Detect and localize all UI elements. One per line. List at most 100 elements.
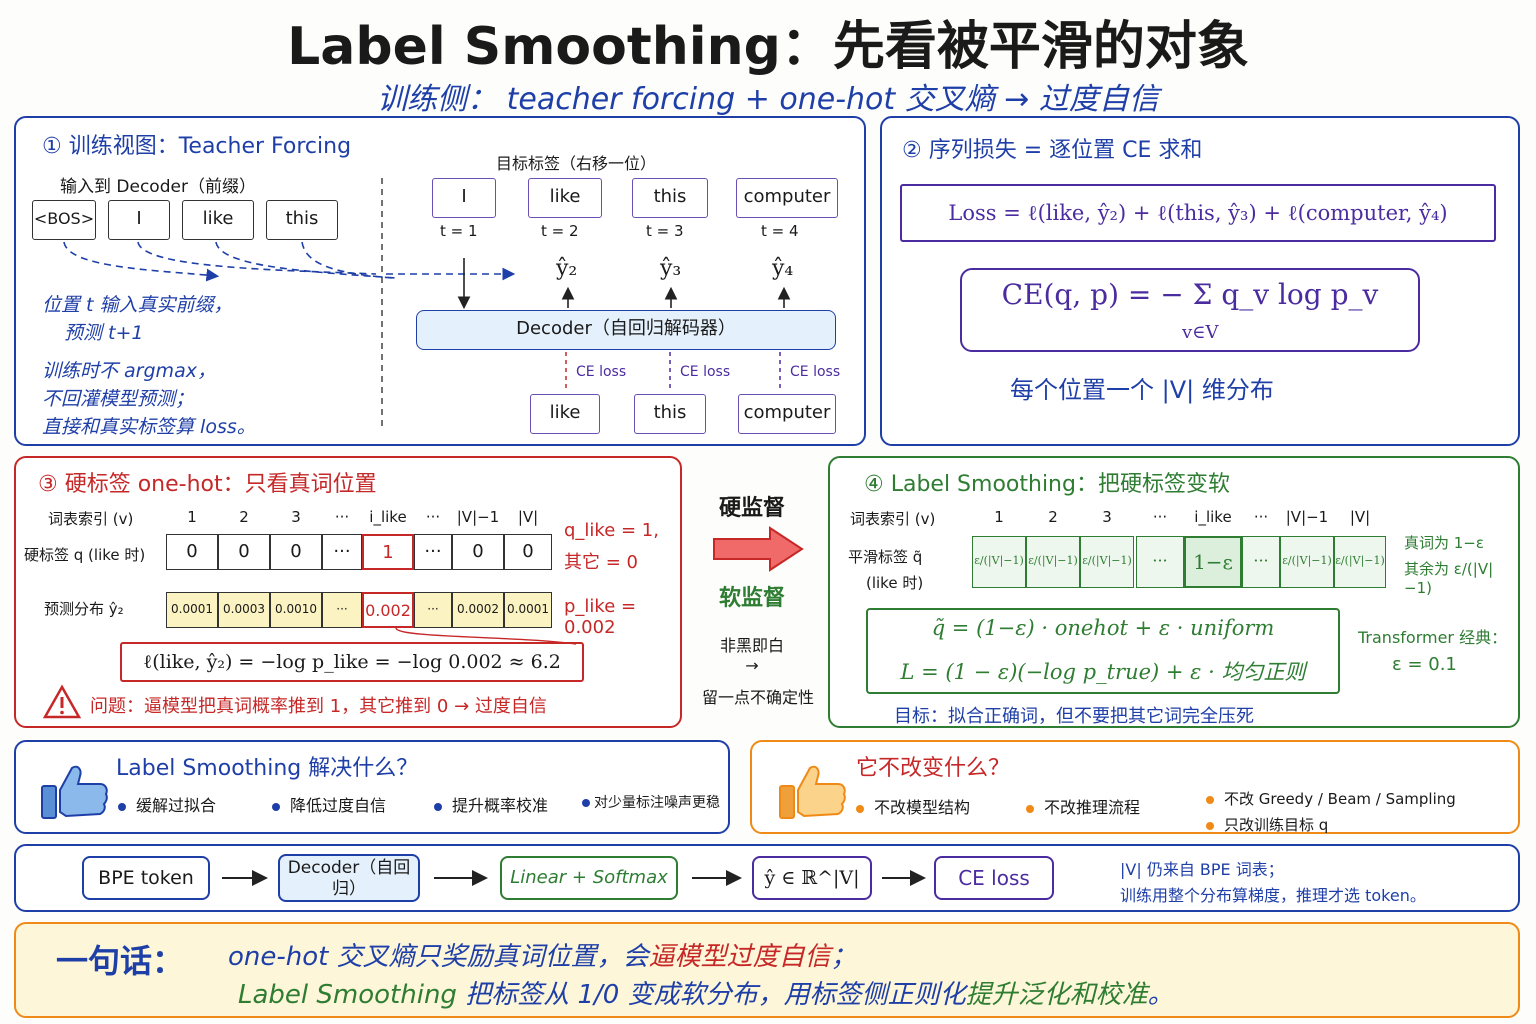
summary-text: ； <box>830 942 857 972</box>
summary-line-2: Label Smoothing 把标签从 1/0 变成软分布，用标签侧正则化提升… <box>238 974 1174 1011</box>
summary-text: 。 <box>1147 980 1174 1010</box>
row-label-smooth-sub: (like 时) <box>866 574 924 592</box>
ce-loss-label: CE loss <box>790 364 841 380</box>
vocab-index: |V| <box>517 508 539 526</box>
q-note-other: 其它 = 0 <box>564 552 638 573</box>
panel-label-smoothing: ④ Label Smoothing：把硬标签变软 词表索引 (v) 平滑标签 q… <box>828 456 1520 728</box>
hard-label-cell: ··· <box>414 534 452 570</box>
hard-label-cell: 0 <box>504 534 552 570</box>
summary-highlight: 逼模型过度自信 <box>648 942 831 972</box>
right-arrow-icon <box>713 526 804 572</box>
vocab-index: i_like <box>1194 508 1232 526</box>
hard-label-cell: 0 <box>270 534 322 570</box>
panel-what-it-does-not-change: 它不改变什么？ 不改模型结构 不改推理流程 不改 Greedy / Beam /… <box>750 740 1520 834</box>
nochange-item: 不改 Greedy / Beam / Sampling <box>1206 788 1456 809</box>
target-token: like <box>528 178 602 218</box>
input-label: 输入到 Decoder（前缀） <box>60 177 256 197</box>
smooth-label-cell: ε/(|V|−1) <box>1280 536 1334 588</box>
summary-highlight: Label Smoothing <box>238 980 457 1010</box>
ce-loss-label: CE loss <box>576 364 627 380</box>
solve-item: 对少量标注噪声更稳 <box>582 792 720 812</box>
vocab-index: ··· <box>334 508 350 526</box>
yhat-label: ŷ₄ <box>772 256 794 281</box>
summary-box: 一句话： one-hot 交叉熵只奖励真词位置，会逼模型过度自信； Label … <box>14 922 1520 1018</box>
ce-loss-label: CE loss <box>680 364 731 380</box>
panel4-goal: 目标：拟合正确词，但不要把其它词完全压死 <box>894 706 1254 727</box>
summary-text: 把标签从 1/0 变成软分布，用标签侧正则化 <box>456 980 966 1010</box>
pipeline-arrows <box>222 870 926 886</box>
input-token: like <box>182 200 254 240</box>
timestep: t = 2 <box>541 222 579 240</box>
vocab-index: 1 <box>994 508 1004 526</box>
pipeline-note-2: 训练用整个分布算梯度，推理才选 token。 <box>1120 886 1426 905</box>
row-label-index: 词表索引 (v) <box>850 510 936 528</box>
panel2-heading: ② 序列损失 = 逐位置 CE 求和 <box>902 138 1203 163</box>
pipeline-step: Linear + Softmax <box>500 856 678 900</box>
hard-label-cell: 0 <box>218 534 270 570</box>
note-prefix: 位置 t 输入真实前缀， <box>42 294 233 316</box>
input-token: <BOS> <box>32 200 96 240</box>
solve-heading: Label Smoothing 解决什么？ <box>116 756 419 781</box>
target-token: this <box>632 178 708 218</box>
timestep: t = 1 <box>440 222 478 240</box>
ce-formula-box <box>960 268 1420 352</box>
note-predict: 预测 t+1 <box>64 322 144 344</box>
middle-arrow: → <box>745 656 759 675</box>
vocab-index: 3 <box>1102 508 1112 526</box>
smooth-label-cell: ε/(|V|−1) <box>972 536 1026 588</box>
pred-cell-true: 0.002 <box>362 592 414 628</box>
vocab-index: |V|−1 <box>456 508 500 526</box>
vocab-index: |V| <box>1349 508 1371 526</box>
input-token: this <box>266 200 338 240</box>
page-title: Label Smoothing：先看被平滑的对象 <box>287 17 1249 77</box>
p-note: p_like = 0.002 <box>564 596 637 638</box>
yhat-label: ŷ₃ <box>660 256 682 281</box>
pred-cell: 0.0001 <box>166 592 218 628</box>
hard-label-cell: ··· <box>322 534 362 570</box>
vocab-index: ··· <box>1152 508 1168 526</box>
panel1-heading: ① 训练视图：Teacher Forcing <box>42 134 352 159</box>
panel1-arrows <box>63 178 791 430</box>
solve-item: 降低过度自信 <box>272 792 386 816</box>
side-note-true: 真词为 1−ε <box>1404 534 1484 552</box>
smoothing-formula-box <box>866 608 1340 694</box>
input-token: I <box>108 200 170 240</box>
classic-eps: ε = 0.1 <box>1392 654 1457 675</box>
hard-loss-box: ℓ(like, ŷ₂) = −log p_like = −log 0.002 ≈… <box>120 642 584 682</box>
summary-highlight: 提升泛化和校准 <box>965 980 1148 1010</box>
hard-supervision-label: 硬监督 <box>718 496 785 521</box>
summary-line-1: one-hot 交叉熵只奖励真词位置，会逼模型过度自信； <box>228 936 857 973</box>
pred-cell: 0.0010 <box>270 592 322 628</box>
solve-item: 提升概率校准 <box>434 792 548 816</box>
row-label-index: 词表索引 (v) <box>48 510 134 528</box>
nochange-item: 不改模型结构 <box>856 794 970 818</box>
pred-cell: 0.0001 <box>504 592 552 628</box>
vocab-index: i_like <box>369 508 407 526</box>
hard-label-cell-true: 1 <box>362 534 414 570</box>
smooth-label-cell: ε/(|V|−1) <box>1026 536 1080 588</box>
row-label-pred: 预测分布 ŷ₂ <box>44 600 124 618</box>
panel4-heading: ④ Label Smoothing：把硬标签变软 <box>864 472 1230 497</box>
note-direct-loss: 直接和真实标签算 loss。 <box>42 416 256 438</box>
summary-text: one-hot 交叉熵只奖励真词位置，会 <box>228 942 649 972</box>
vocab-index: |V|−1 <box>1285 508 1329 526</box>
gold-token: like <box>530 394 600 434</box>
pred-cell: 0.0003 <box>218 592 270 628</box>
ce-note: 每个位置一个 |V| 维分布 <box>1010 376 1274 404</box>
ce-formula-subscript: v∈V <box>1182 322 1219 343</box>
summary-lead: 一句话： <box>56 942 185 980</box>
target-token: computer <box>736 178 838 218</box>
smooth-label-cell: ··· <box>1242 536 1280 588</box>
target-label: 目标标签（右移一位） <box>496 154 657 173</box>
note-no-argmax: 训练时不 argmax， <box>42 360 216 382</box>
timestep: t = 3 <box>646 222 684 240</box>
solve-item: 缓解过拟合 <box>118 792 216 816</box>
pred-cell: 0.0002 <box>452 592 504 628</box>
hard-label-cell: 0 <box>452 534 504 570</box>
thumbs-up-icon <box>41 765 108 819</box>
gold-token: computer <box>738 394 836 434</box>
ce-formula: CE(q, p) = − Σ q_v log p_v <box>1001 278 1379 311</box>
panel-teacher-forcing: ① 训练视图：Teacher Forcing 输入到 Decoder（前缀） <… <box>14 116 866 446</box>
pipeline-note-1: |V| 仍来自 BPE 词表； <box>1120 860 1284 879</box>
vocab-index: ··· <box>1253 508 1269 526</box>
